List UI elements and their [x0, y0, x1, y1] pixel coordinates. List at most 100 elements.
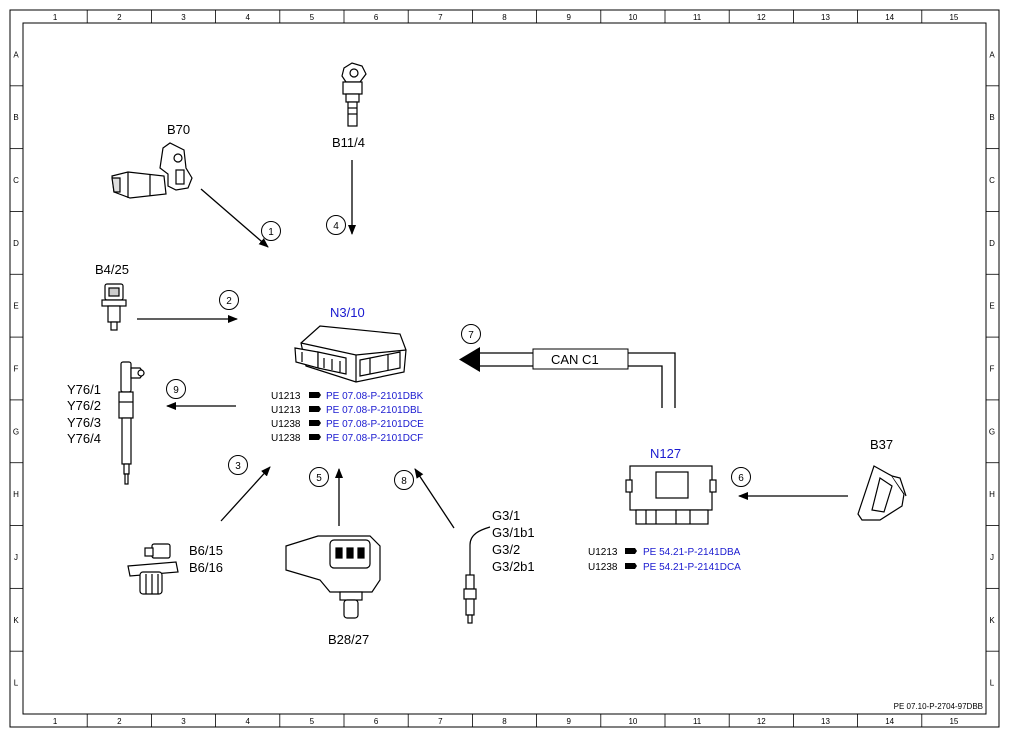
b28-27-label: B28/27: [328, 632, 369, 647]
grid-column-label: 12: [757, 717, 766, 726]
grid-column-label: 14: [885, 13, 894, 22]
svg-text:4: 4: [333, 221, 339, 232]
g3-label: G3/1: [492, 508, 520, 523]
b11-4-label: B11/4: [332, 135, 365, 150]
grid-row-label: A: [13, 50, 19, 59]
callout-5: 5: [309, 467, 329, 487]
drawing-frame: [9, 9, 1000, 728]
svg-text:U1213: U1213: [271, 391, 301, 402]
b6-label: B6/16: [189, 560, 223, 575]
grid-column-label: 5: [310, 13, 315, 22]
b37-label: B37: [870, 437, 893, 452]
y76-injectors: Y76/1 Y76/2 Y76/3 Y76/4: [67, 361, 145, 485]
arrow-7-head: [459, 347, 480, 372]
callout-6: 6: [731, 467, 751, 487]
can-label: CAN C1: [551, 352, 599, 367]
svg-text:U1238: U1238: [271, 419, 301, 430]
grid-column-label: 12: [757, 13, 766, 22]
grid-column-label: 10: [628, 13, 637, 22]
grid-column-label: 7: [438, 13, 443, 22]
svg-text:3: 3: [235, 461, 241, 472]
grid-column-label: 4: [245, 13, 250, 22]
pointing-hand-icon: [309, 406, 321, 412]
n127-label: N127: [650, 446, 681, 461]
n3-10-ref-link[interactable]: PE 07.08-P-2101DBK: [326, 391, 424, 402]
grid-column-label: 7: [438, 717, 443, 726]
svg-text:2: 2: [226, 296, 232, 307]
camshaft-sensor-icon: [127, 543, 179, 595]
y76-label: Y76/3: [67, 415, 101, 430]
grid-column-label: 15: [949, 717, 958, 726]
n3-10-document-refs: U1213 PE 07.08-P-2101DBK U1213 PE 07.08-…: [271, 391, 424, 444]
b6-sensors: B6/15 B6/16: [127, 543, 223, 595]
grid-column-label: 2: [117, 13, 122, 22]
callout-7: 7: [461, 324, 481, 344]
g3-sensors: G3/1 G3/1b1 G3/2 G3/2b1: [463, 508, 535, 624]
n3-10-ref-row: U1213 PE 07.08-P-2101DBK: [271, 391, 424, 402]
arrow-1: [200, 188, 269, 248]
grid-column-label: 8: [502, 717, 507, 726]
svg-text:U1213: U1213: [588, 547, 618, 558]
y76-label: Y76/2: [67, 398, 101, 413]
n127-ref-link[interactable]: PE 54.21-P-2141DCA: [643, 562, 741, 573]
grid-row-label: L: [990, 679, 995, 688]
b4-25-sensor-icon: [101, 283, 127, 331]
n3-10-ref-link[interactable]: PE 07.08-P-2101DCE: [326, 419, 424, 430]
n3-10-ref-link[interactable]: PE 07.08-P-2101DBL: [326, 405, 423, 416]
pointing-hand-icon: [625, 548, 637, 554]
grid-row-label: F: [14, 365, 19, 374]
svg-text:5: 5: [316, 473, 322, 484]
callout-3: 3: [228, 455, 248, 475]
grid-column-label: 1: [53, 13, 58, 22]
grid-column-label: 4: [245, 717, 250, 726]
callouts: 1 2 3 4 5 6 7 8 9: [166, 215, 751, 490]
grid-row-label: G: [13, 427, 19, 436]
b70-label: B70: [167, 122, 190, 137]
grid-row-label: C: [13, 176, 19, 185]
grid-row-label: E: [13, 302, 18, 311]
can-bus-line: CAN C1: [459, 347, 676, 408]
g3-label: G3/1b1: [492, 525, 535, 540]
n127-document-refs: U1213 PE 54.21-P-2141DBA U1238 PE 54.21-…: [588, 547, 741, 573]
svg-text:9: 9: [173, 385, 179, 396]
grid-column-label: 5: [310, 717, 315, 726]
grid-row-label: J: [14, 553, 18, 562]
grid-column-label: 6: [374, 13, 379, 22]
b11-4-sensor-icon: [341, 62, 367, 127]
connection-arrows: [137, 160, 848, 529]
grid-column-label: 1: [53, 717, 58, 726]
svg-text:7: 7: [468, 330, 474, 341]
b28-27-sensor: B28/27: [285, 535, 381, 647]
svg-text:8: 8: [401, 476, 407, 487]
n3-10-ref-link[interactable]: PE 07.08-P-2101DCF: [326, 433, 423, 444]
b4-25-sensor: B4/25: [95, 262, 129, 331]
grid-row-label: K: [989, 616, 995, 625]
g3-label: G3/2: [492, 542, 520, 557]
b6-label: B6/15: [189, 543, 223, 558]
grid-row-label: L: [14, 679, 19, 688]
pointing-hand-icon: [625, 563, 637, 569]
grid-reference-frame: 1122334455667788991010111112121313141415…: [10, 10, 999, 727]
b37-sensor: B37: [857, 437, 907, 521]
grid-row-label: J: [990, 553, 994, 562]
pressure-sensor-icon: [285, 535, 381, 619]
callout-4: 4: [326, 215, 346, 235]
svg-text:U1238: U1238: [588, 562, 618, 573]
n3-10-ref-row: U1238 PE 07.08-P-2101DCF: [271, 433, 423, 444]
n3-10-ref-row: U1213 PE 07.08-P-2101DBL: [271, 405, 423, 416]
grid-row-label: D: [13, 239, 19, 248]
can-label-box: [532, 348, 629, 370]
callout-1: 1: [261, 221, 281, 241]
n127-ecu-icon: [625, 465, 717, 525]
document-id: PE 07.10-P-2704-97DBB: [894, 702, 983, 711]
grid-row-label: H: [13, 490, 19, 499]
n3-10-ecu-icon: [294, 325, 407, 383]
grid-column-label: 3: [181, 717, 186, 726]
grid-row-label: G: [989, 427, 995, 436]
n127-ref-link[interactable]: PE 54.21-P-2141DBA: [643, 547, 741, 558]
n127-control-unit: N127 U1213 PE 54.21-P-2141DBA U1238 PE 5…: [588, 446, 741, 573]
grid-column-label: 14: [885, 717, 894, 726]
n3-10-label: N3/10: [330, 305, 365, 320]
grid-column-label: 8: [502, 13, 507, 22]
n3-10-ref-row: U1238 PE 07.08-P-2101DCE: [271, 419, 424, 430]
